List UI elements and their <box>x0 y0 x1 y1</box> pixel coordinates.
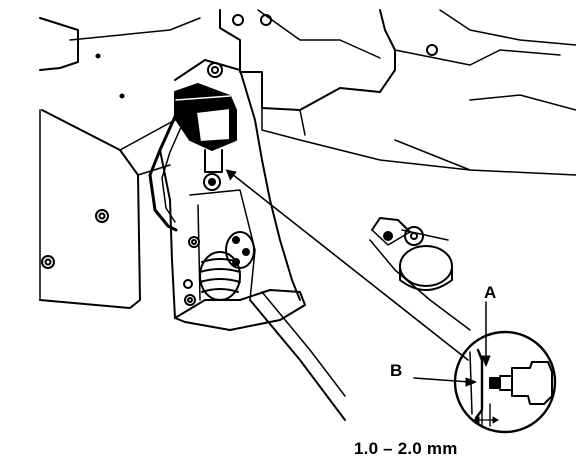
dash-bolt-top <box>232 14 244 26</box>
pedal-support-bracket <box>159 59 306 331</box>
panel-bolt-left <box>95 209 109 223</box>
callout-a-label: A <box>484 283 497 302</box>
detail-leader-line <box>231 173 469 361</box>
pedal-arm <box>249 291 346 421</box>
dash-bolt-top-2 <box>260 14 272 26</box>
wiring-harness <box>148 108 187 232</box>
clearance-dimension-label: 1.0 – 2.0 mm <box>354 439 458 458</box>
dash-panel-outline <box>39 17 201 309</box>
stop-lamp-switch-connector <box>174 83 237 191</box>
panel-bolt-lower <box>41 255 55 269</box>
detail-view <box>413 301 557 434</box>
fitting-bolt <box>404 226 424 246</box>
right-side-component <box>369 217 471 331</box>
pedal-pivot-assembly <box>183 231 255 306</box>
pivot-bolt-upper <box>188 236 200 248</box>
callout-b-arrow <box>413 377 471 383</box>
pivot-bolt-lower <box>184 294 196 306</box>
callout-b-label: B <box>390 361 403 380</box>
switch-plunger <box>203 173 221 191</box>
dash-structure-top <box>207 9 576 176</box>
detail-circle <box>453 330 557 434</box>
